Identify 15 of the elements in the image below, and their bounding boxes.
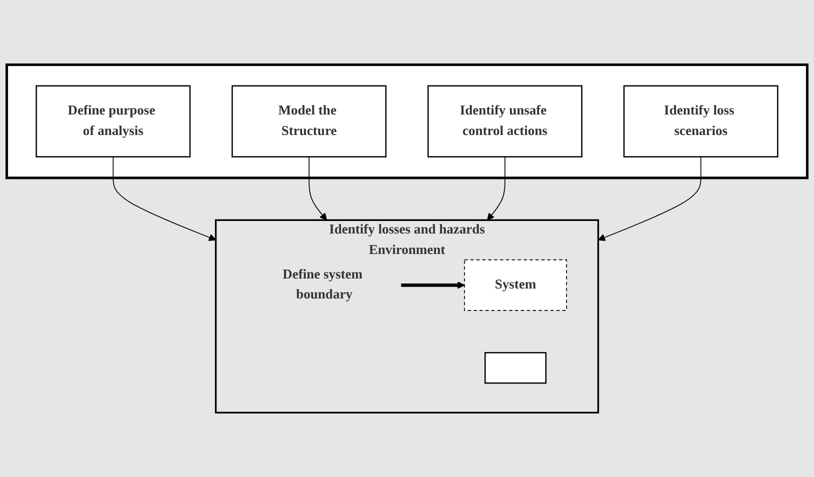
node-box [232,85,387,158]
arrow [401,281,465,289]
node-box [427,85,582,158]
node-text: Define system boundary [282,267,363,302]
node-box [484,352,547,384]
node-box [623,85,778,158]
cluster [6,63,808,179]
node-box [36,85,191,158]
arrow [112,156,216,241]
arrow [487,156,506,220]
flowchart-diagram: Identify losses and hazards Environment Define system boundary System Define purpose of analysis Model the Structure Identify unsafe control actions Identify loss scenarios [0,58,814,420]
cluster [214,219,600,414]
node-box [464,259,567,311]
arrow [598,156,702,241]
arrow [308,156,327,220]
